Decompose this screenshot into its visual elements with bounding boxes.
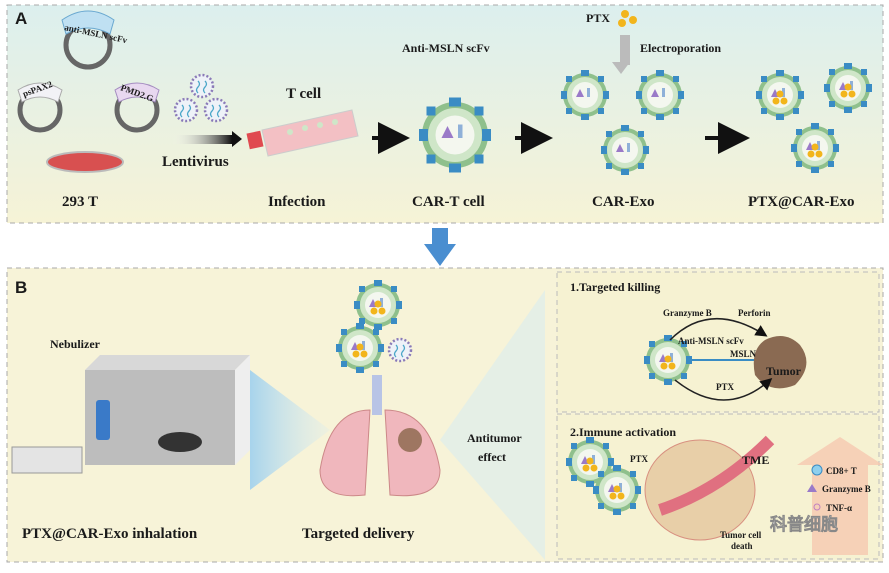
label-effect: effect bbox=[478, 450, 506, 464]
label-granzyme-b: Granzyme B bbox=[663, 308, 712, 318]
electroporation-arrow bbox=[620, 35, 630, 65]
label-infection: Infection bbox=[268, 194, 326, 210]
label-perforin: Perforin bbox=[738, 308, 770, 318]
granzyme-icon bbox=[807, 484, 817, 492]
arrow bbox=[172, 135, 232, 144]
culture-dish bbox=[46, 151, 124, 173]
effect-beam bbox=[440, 290, 545, 560]
arrow-head bbox=[232, 131, 242, 147]
tnf-icon bbox=[813, 503, 821, 511]
watermark: 科普细胞 bbox=[770, 514, 838, 534]
lungs bbox=[319, 375, 441, 497]
label-nebulizer: Nebulizer bbox=[50, 337, 101, 351]
nebulizer-chamber bbox=[11, 355, 250, 474]
culture-flask bbox=[246, 109, 359, 157]
cd8-t-icon bbox=[811, 464, 823, 476]
label-electroporation: Electroporation bbox=[640, 41, 721, 55]
legend-granzyme: Granzyme B bbox=[822, 484, 871, 494]
down-arrow bbox=[424, 228, 456, 266]
legend-cd8: CD8+ T bbox=[826, 466, 857, 476]
label-lentivirus: Lentivirus bbox=[162, 154, 229, 170]
label-death: death bbox=[731, 541, 753, 551]
tumor-cell bbox=[753, 336, 807, 389]
panel-b-label: B bbox=[15, 278, 27, 297]
label-tumor-cell: Tumor cell bbox=[720, 530, 762, 540]
electroporation-arrow-head bbox=[612, 62, 630, 74]
arrow bbox=[669, 317, 768, 341]
label-ptx: PTX bbox=[586, 11, 610, 25]
panel-a-label: A bbox=[15, 9, 27, 28]
targeted-killing-box bbox=[556, 271, 880, 413]
ptx-drug-icon bbox=[618, 10, 637, 27]
legend-tnf: TNF-α bbox=[826, 503, 852, 513]
car-t-cell bbox=[419, 98, 491, 173]
immune-title: 2.Immune activation bbox=[570, 425, 676, 439]
label-ptx-car-exo: PTX@CAR-Exo bbox=[748, 194, 854, 210]
label-tumor: Tumor bbox=[766, 364, 802, 378]
label-targeted-delivery: Targeted delivery bbox=[302, 526, 415, 542]
label-car-exo: CAR-Exo bbox=[592, 194, 655, 210]
label-car-t-cell: CAR-T cell bbox=[412, 194, 485, 210]
car-exo bbox=[593, 465, 641, 515]
killing-title: 1.Targeted killing bbox=[570, 280, 660, 294]
label-anti-msln-scfv: Anti-MSLN scFv bbox=[678, 336, 744, 346]
label-msln: MSLN bbox=[730, 349, 757, 359]
label-ptx: PTX bbox=[630, 454, 649, 464]
label-inhalation: PTX@CAR-Exo inhalation bbox=[22, 526, 198, 542]
label-293t: 293 T bbox=[62, 194, 98, 210]
plasmids bbox=[17, 10, 160, 133]
label-t-cell: T cell bbox=[286, 86, 321, 102]
aerosol-beam bbox=[250, 370, 330, 490]
label-anti-msln-scfv: Anti-MSLN scFv bbox=[402, 41, 490, 55]
arrow bbox=[674, 378, 773, 401]
blood-vessel bbox=[658, 435, 775, 516]
label-antitumor: Antitumor bbox=[467, 431, 522, 445]
label-ptx: PTX bbox=[716, 382, 735, 392]
label-tme: TME bbox=[742, 453, 769, 467]
